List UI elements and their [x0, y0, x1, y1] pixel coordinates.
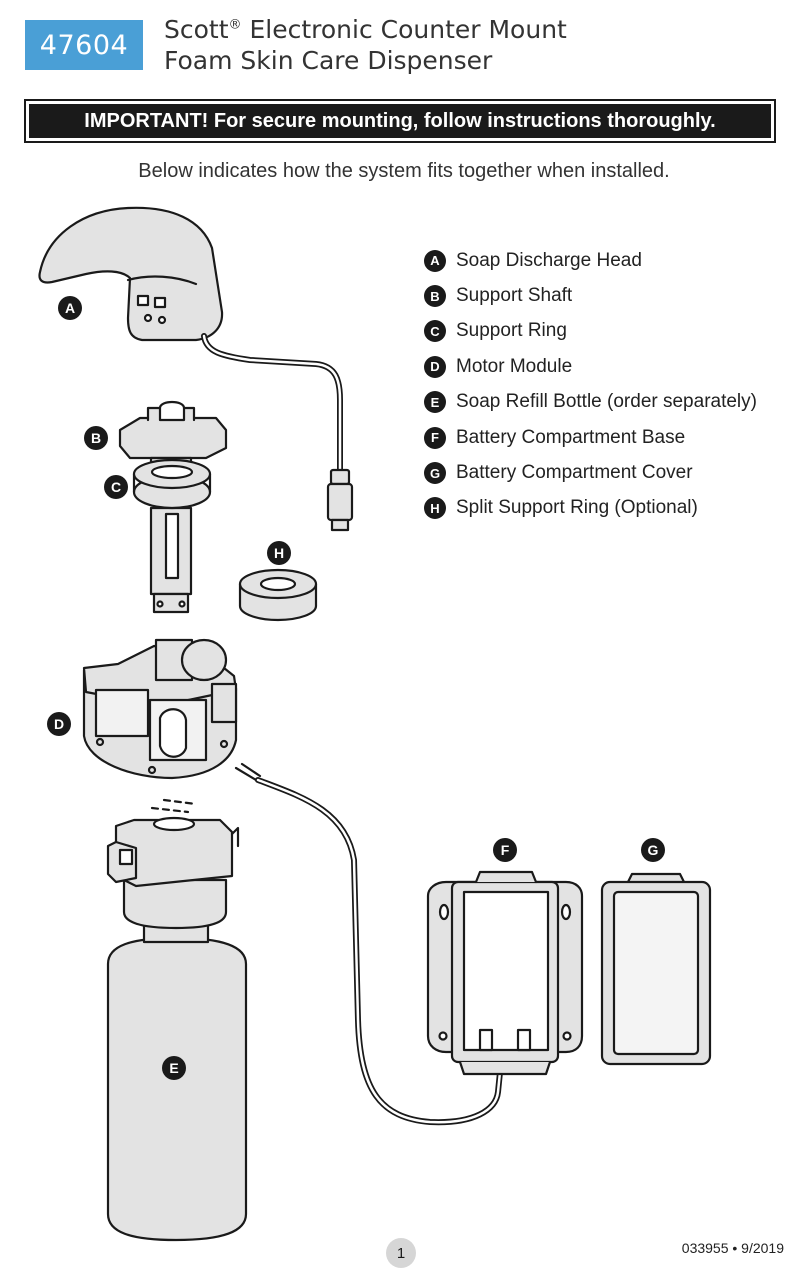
important-banner: IMPORTANT! For secure mounting, follow i… — [24, 99, 776, 143]
parts-legend: A Soap Discharge Head B Support Shaft C Sup… — [424, 243, 757, 526]
title-line2: Foam Skin Care Dispenser — [164, 46, 493, 75]
callout-marker-a: A — [58, 296, 82, 320]
callout-marker-f: F — [493, 838, 517, 862]
legend-key-b: B — [424, 285, 446, 308]
document-number: 033955 • 9/2019 — [681, 1240, 784, 1256]
callout-marker-h: H — [267, 541, 291, 565]
diagram-intro: Below indicates how the system fits toge… — [138, 160, 670, 182]
callout-marker-d: D — [47, 712, 71, 736]
legend-label-b: Support Shaft — [456, 285, 573, 307]
battery-compartment-base — [426, 870, 584, 1076]
legend-label-h: Split Support Ring (Optional) — [456, 497, 698, 519]
title-line1-rest: Electronic Counter Mount — [241, 15, 567, 44]
callout-marker-c: C — [104, 475, 128, 499]
legend-item-e: E Soap Refill Bottle (order separately) — [424, 385, 757, 420]
callout-marker-g: G — [641, 838, 665, 862]
callout-marker-b: B — [84, 426, 108, 450]
legend-item-b: B Support Shaft — [424, 278, 757, 313]
legend-key-g: G — [424, 462, 446, 485]
legend-item-a: A Soap Discharge Head — [424, 243, 757, 278]
legend-label-e: Soap Refill Bottle (order separately) — [456, 391, 757, 413]
legend-label-c: Support Ring — [456, 320, 567, 342]
motor-module — [82, 638, 503, 1126]
legend-key-c: C — [424, 320, 446, 343]
title-brand: Scott — [164, 15, 229, 44]
important-banner-text: IMPORTANT! For secure mounting, follow i… — [29, 104, 771, 138]
callout-marker-e: E — [162, 1056, 186, 1080]
legend-item-d: D Motor Module — [424, 349, 757, 384]
legend-label-f: Battery Compartment Base — [456, 426, 686, 448]
legend-label-g: Battery Compartment Cover — [456, 462, 693, 484]
legend-label-d: Motor Module — [456, 355, 573, 377]
legend-key-f: F — [424, 426, 446, 449]
legend-key-d: D — [424, 355, 446, 378]
split-support-ring — [238, 568, 318, 622]
page-number: 1 — [386, 1238, 416, 1268]
battery-compartment-cover — [600, 872, 712, 1066]
legend-key-h: H — [424, 497, 446, 520]
support-shaft — [118, 400, 228, 614]
model-number-badge: 47604 — [25, 20, 143, 70]
legend-label-a: Soap Discharge Head — [456, 249, 642, 271]
legend-item-f: F Battery Compartment Base — [424, 420, 757, 455]
legend-key-a: A — [424, 249, 446, 272]
registered-mark: ® — [228, 17, 242, 33]
soap-refill-bottle — [106, 798, 248, 1242]
support-ring — [132, 458, 212, 510]
legend-item-g: G Battery Compartment Cover — [424, 455, 757, 490]
legend-key-e: E — [424, 391, 446, 414]
page-title: Scott® Electronic Counter Mount Foam Ski… — [164, 14, 567, 76]
legend-item-h: H Split Support Ring (Optional) — [424, 491, 757, 526]
soap-discharge-head — [38, 206, 354, 532]
legend-item-c: C Support Ring — [424, 314, 757, 349]
